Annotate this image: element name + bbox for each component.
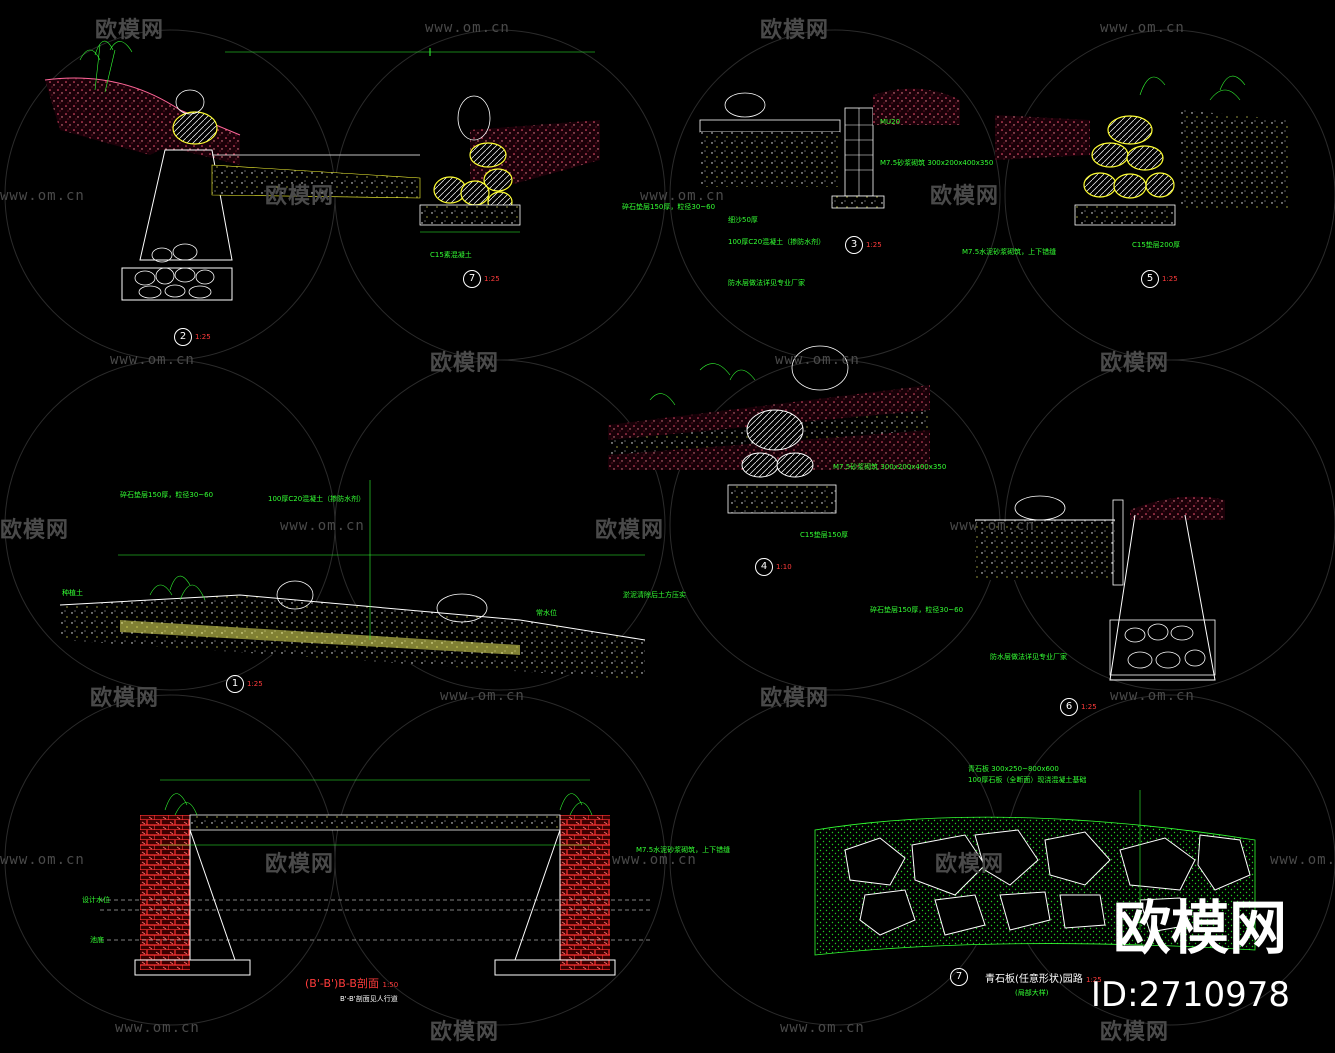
note-c15: C15素混凝土 — [430, 251, 472, 259]
watermark-url: www.om.cn — [612, 852, 697, 868]
watermark-url: www.om.cn — [950, 518, 1035, 534]
detail-number: 1 — [226, 675, 244, 693]
detail-3-section — [699, 88, 960, 209]
watermark-logo: 欧模网 — [760, 686, 830, 711]
note-mud: 淤泥清除后土方压实 — [623, 591, 686, 599]
watermark-url: www.om.cn — [110, 352, 195, 368]
detail-scale: 1:25 — [866, 241, 882, 249]
plan-title: 青石板(任意形状)园路 1:25 — [985, 970, 1102, 985]
detail-scale: 1:10 — [776, 563, 792, 571]
detail-5-section — [995, 75, 1290, 226]
detail-number: 4 — [755, 558, 773, 576]
detail-scale: 1:25 — [1081, 703, 1097, 711]
watermark-circles — [4, 29, 1335, 1026]
note-m75-size: M7.5砂浆砌筑 300x200x400x350 — [880, 159, 994, 167]
note-gravel: 碎石垫层150厚，粒径30~60 — [622, 203, 716, 211]
watermark-url: www.om.cn — [425, 20, 510, 36]
note-m75-bb: M7.5水泥砂浆砌筑，上下错缝 — [636, 846, 731, 854]
detail-scale: 1:25 — [484, 275, 500, 283]
note-waterproof-6: 防水层做法详见专业厂家 — [990, 653, 1067, 661]
detail-number: 7 — [463, 270, 481, 288]
bb-section — [100, 779, 650, 976]
note-water-level: 常水位 — [536, 609, 557, 617]
detail-number: 3 — [845, 236, 863, 254]
watermark-logo: 欧模网 — [930, 184, 1000, 209]
plan-title-scale: 1:25 — [1086, 976, 1102, 984]
stone-plan — [814, 790, 1256, 956]
watermark-logo: 欧模网 — [430, 1020, 500, 1045]
plan-title-text: 青石板(任意形状)园路 — [985, 974, 1083, 985]
note-plant: 种植土 — [62, 589, 83, 597]
note-c15-200: C15垫层200厚 — [1132, 241, 1181, 249]
watermark-url: www.om.cn — [280, 518, 365, 534]
watermark-url: www.om.cn — [0, 852, 85, 868]
note-bluestone: 青石板 300x250~800x600 — [968, 765, 1059, 773]
note-bluestone-base: 100厚石板（全断面）现浇混凝土基础 — [968, 776, 1087, 784]
detail-number: 2 — [174, 328, 192, 346]
note-m75-size-4: M7.5砂浆砌筑 300x200x400x350 — [833, 463, 947, 471]
detail-6-section — [975, 495, 1225, 681]
watermark-logo: 欧模网 — [90, 686, 160, 711]
note-c20-1: 100厚C20混凝土（掺防水剂） — [268, 495, 366, 503]
watermark-logo: 欧模网 — [1100, 351, 1170, 376]
bb-section-title: (B'-B')B-B剖面 1:50 — [305, 975, 398, 991]
brand-logo: 欧模网 — [1112, 894, 1287, 962]
note-gravel-1: 碎石垫层150厚，粒径30~60 — [120, 491, 214, 499]
note-sand50: 细沙50厚 — [728, 216, 758, 224]
plan-subtitle: (局部大样) — [1015, 989, 1049, 997]
watermark-url: www.om.cn — [775, 352, 860, 368]
watermark-url: www.om.cn — [440, 688, 525, 704]
watermark-url: www.om.cn — [780, 1020, 865, 1036]
note-c15-150: C15垫层150厚 — [800, 531, 849, 539]
watermark-url: www.om.cn — [0, 188, 85, 204]
detail-scale: 1:25 — [247, 680, 263, 688]
detail-number: 6 — [1060, 698, 1078, 716]
note-gravel-6: 碎石垫层150厚，粒径30~60 — [870, 606, 964, 614]
detail-label-7b: 7 — [950, 968, 971, 986]
note-c20: 100厚C20混凝土（掺防水剂） — [728, 238, 826, 246]
watermark-url: www.om.cn — [1270, 852, 1335, 868]
watermark-url: www.om.cn — [1100, 20, 1185, 36]
note-design-level: 设计水位 — [82, 896, 110, 904]
detail-number: 5 — [1141, 270, 1159, 288]
note-waterproof: 防水层做法详见专业厂家 — [728, 279, 805, 287]
watermark-url: www.om.cn — [640, 188, 725, 204]
brand-id: ID:2710978 — [1090, 975, 1290, 1015]
watermark-logo: 欧模网 — [265, 184, 335, 209]
watermark-url: www.om.cn — [1110, 688, 1195, 704]
bb-section-title-text: (B'-B')B-B剖面 — [305, 977, 379, 990]
detail-number: 7 — [950, 968, 968, 986]
watermark-logo: 欧模网 — [760, 18, 830, 43]
watermark-logo: 欧模网 — [95, 18, 165, 43]
watermark-logo: 欧模网 — [430, 351, 500, 376]
note-pool-bottom: 池底 — [90, 936, 104, 944]
bb-section-subtitle: B'-B'剖面见人行道 — [340, 995, 398, 1003]
detail-scale: 1:25 — [195, 333, 211, 341]
detail-2-section — [44, 40, 595, 301]
watermark-logo: 欧模网 — [0, 518, 70, 543]
note-mu20: MU20 — [880, 118, 901, 126]
watermark-logo: 欧模网 — [265, 852, 335, 877]
detail-scale: 1:25 — [1162, 275, 1178, 283]
bb-section-scale: 1:50 — [382, 981, 399, 989]
watermark-logo: 欧模网 — [595, 518, 665, 543]
watermark-logo: 欧模网 — [935, 852, 1005, 877]
watermark-url: www.om.cn — [115, 1020, 200, 1036]
detail-4-section — [608, 345, 930, 514]
watermark-logo: 欧模网 — [1100, 1020, 1170, 1045]
detail-7-section — [419, 95, 600, 233]
detail-1-section — [59, 480, 646, 680]
note-m75: M7.5水泥砂浆砌筑，上下错缝 — [962, 248, 1057, 256]
